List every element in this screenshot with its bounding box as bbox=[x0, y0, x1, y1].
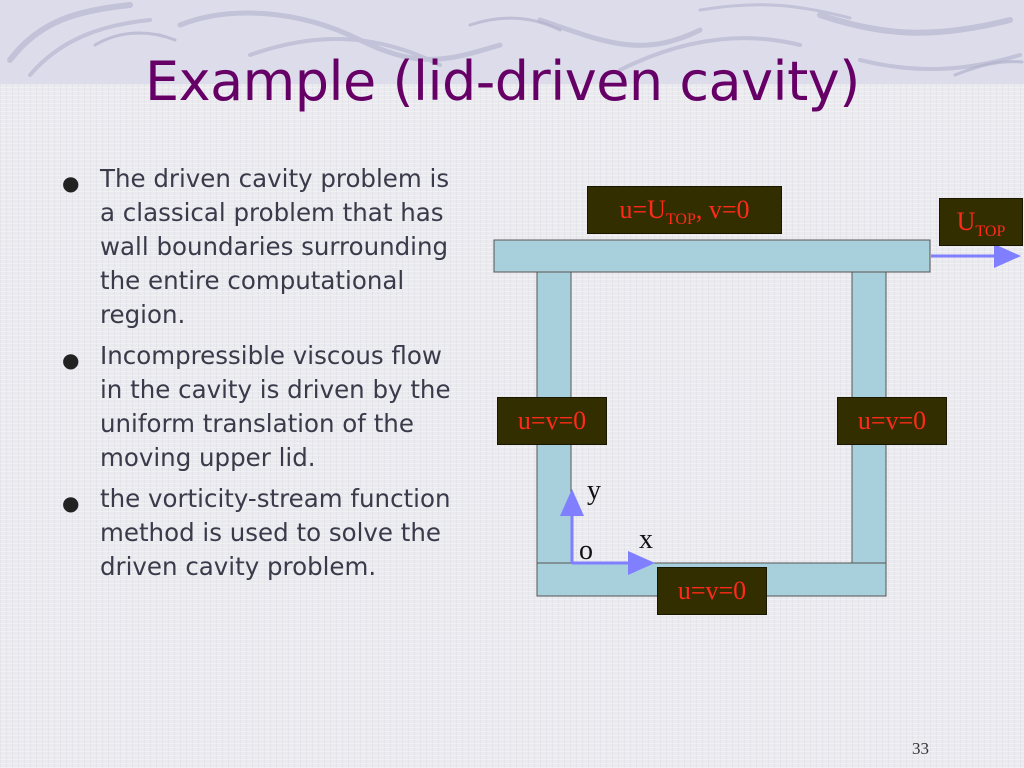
lid-label-subscript: TOP bbox=[665, 211, 696, 229]
header-band bbox=[0, 0, 1024, 84]
bullet-text: Incompressible viscous flow in the cavit… bbox=[100, 341, 451, 472]
bullet-item: ● The driven cavity problem is a classic… bbox=[62, 162, 467, 332]
bottom-wall-label: u=v=0 bbox=[657, 567, 767, 615]
slide-title: Example (lid-driven cavity) bbox=[145, 50, 860, 113]
page-number: 33 bbox=[912, 739, 929, 758]
decorative-swirls bbox=[7, 2, 1024, 77]
lid-velocity-label: UTOP bbox=[939, 198, 1023, 246]
bullet-item: ● Incompressible viscous flow in the cav… bbox=[62, 339, 467, 475]
velocity-label-base: U bbox=[956, 207, 976, 236]
lid-label-rest: , v=0 bbox=[695, 195, 750, 224]
y-axis-label: y bbox=[587, 475, 601, 506]
bullet-text: The driven cavity problem is a classical… bbox=[100, 164, 450, 329]
left-wall-label: u=v=0 bbox=[497, 397, 607, 445]
bullet-dot-icon: ● bbox=[62, 348, 80, 372]
lid-label-base: u=U bbox=[619, 195, 666, 224]
moving-lid bbox=[493, 239, 931, 273]
bullet-item: ● the vorticity-stream function method i… bbox=[62, 482, 467, 584]
lid-boundary-label: u=UTOP, v=0 bbox=[587, 186, 782, 234]
velocity-label-subscript: TOP bbox=[975, 223, 1006, 241]
bullet-text: the vorticity-stream function method is … bbox=[100, 484, 451, 581]
bullet-dot-icon: ● bbox=[62, 171, 80, 195]
right-wall-label: u=v=0 bbox=[837, 397, 947, 445]
x-axis-label: x bbox=[639, 524, 653, 555]
origin-label: o bbox=[579, 535, 593, 566]
bullet-dot-icon: ● bbox=[62, 491, 80, 515]
bullet-list: ● The driven cavity problem is a classic… bbox=[62, 162, 467, 591]
